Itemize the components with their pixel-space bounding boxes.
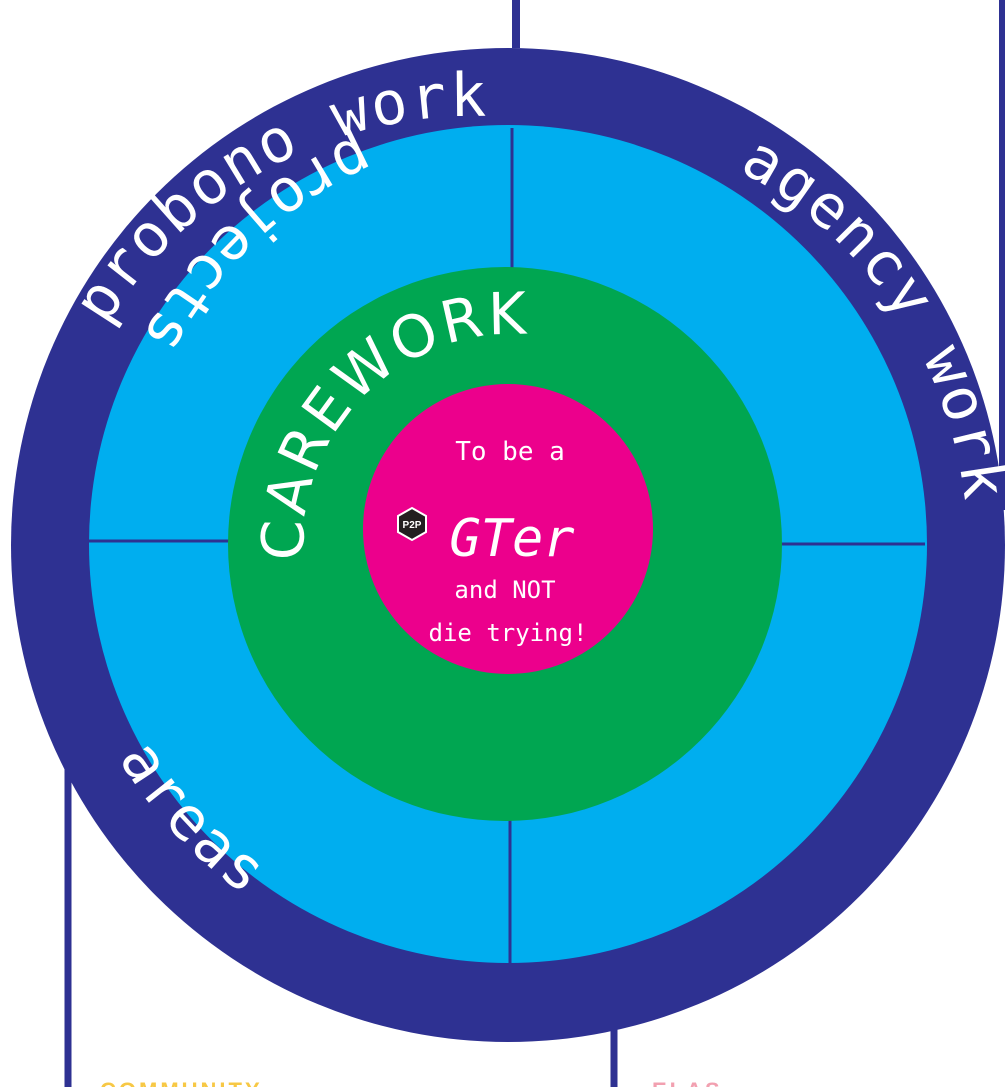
badge-label: P2P [403, 520, 422, 531]
center-line-1: To be a [455, 437, 565, 467]
center-line-4: die trying! [429, 619, 588, 647]
center-line-2: GTer [449, 509, 574, 569]
bottom-text-community: COMMUNITY [100, 1078, 263, 1087]
core-circle [363, 384, 653, 674]
bottom-text-elas: ELAS [652, 1078, 723, 1087]
center-line-3: and NOT [454, 576, 555, 604]
hexagon-badge-icon: P2P [397, 506, 427, 542]
